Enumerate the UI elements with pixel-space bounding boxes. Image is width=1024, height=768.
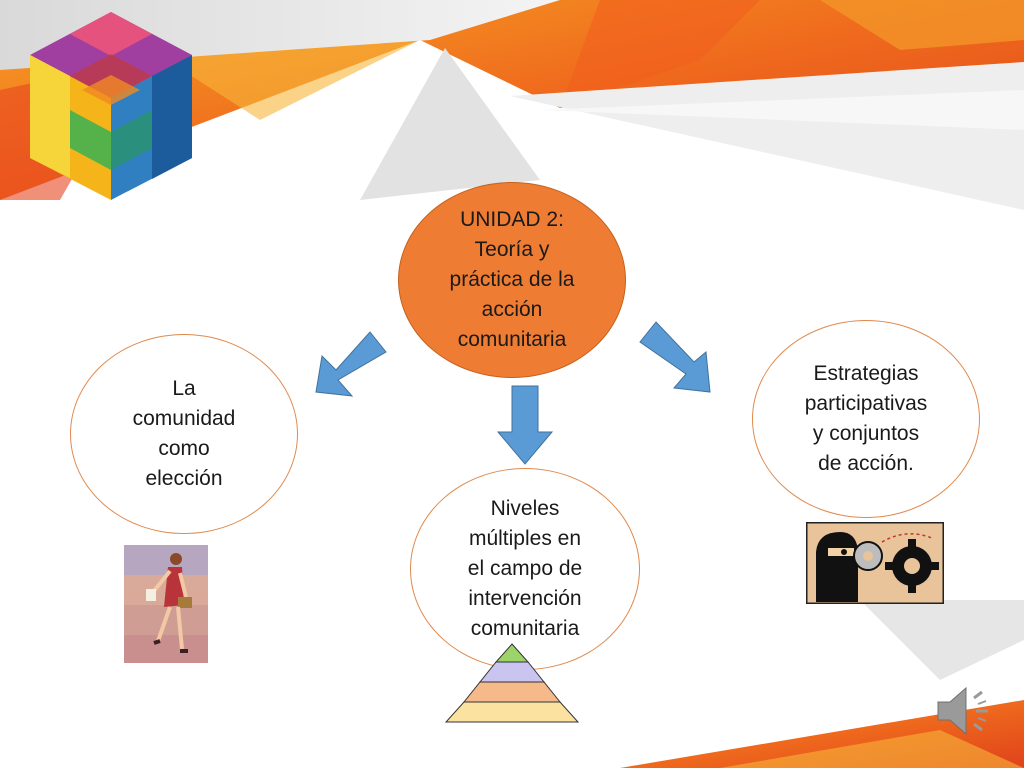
arrow-down [496, 385, 554, 465]
central-topic-node: UNIDAD 2: Teoría y práctica de la acción… [398, 182, 626, 378]
arrow-down-left [315, 331, 387, 397]
node-estrategias: Estrategias participativas y conjuntos d… [752, 320, 980, 518]
node-niveles: Niveles múltiples en el campo de interve… [410, 468, 640, 670]
businesswoman-clipart [124, 545, 208, 663]
cube-logo-icon [30, 12, 192, 200]
pyramid-icon [444, 643, 580, 723]
central-topic-label: UNIDAD 2: Teoría y práctica de la acción… [449, 208, 575, 351]
node-niveles-label: Niveles múltiples en el campo de interve… [467, 497, 583, 640]
gears-head-clipart [806, 522, 944, 604]
node-comunidad: La comunidad como elección [70, 334, 298, 534]
speaker-icon[interactable] [930, 676, 1000, 746]
arrow-down-right [639, 321, 711, 393]
node-comunidad-label: La comunidad como elección [132, 377, 236, 490]
node-estrategias-label: Estrategias participativas y conjuntos d… [804, 362, 928, 475]
